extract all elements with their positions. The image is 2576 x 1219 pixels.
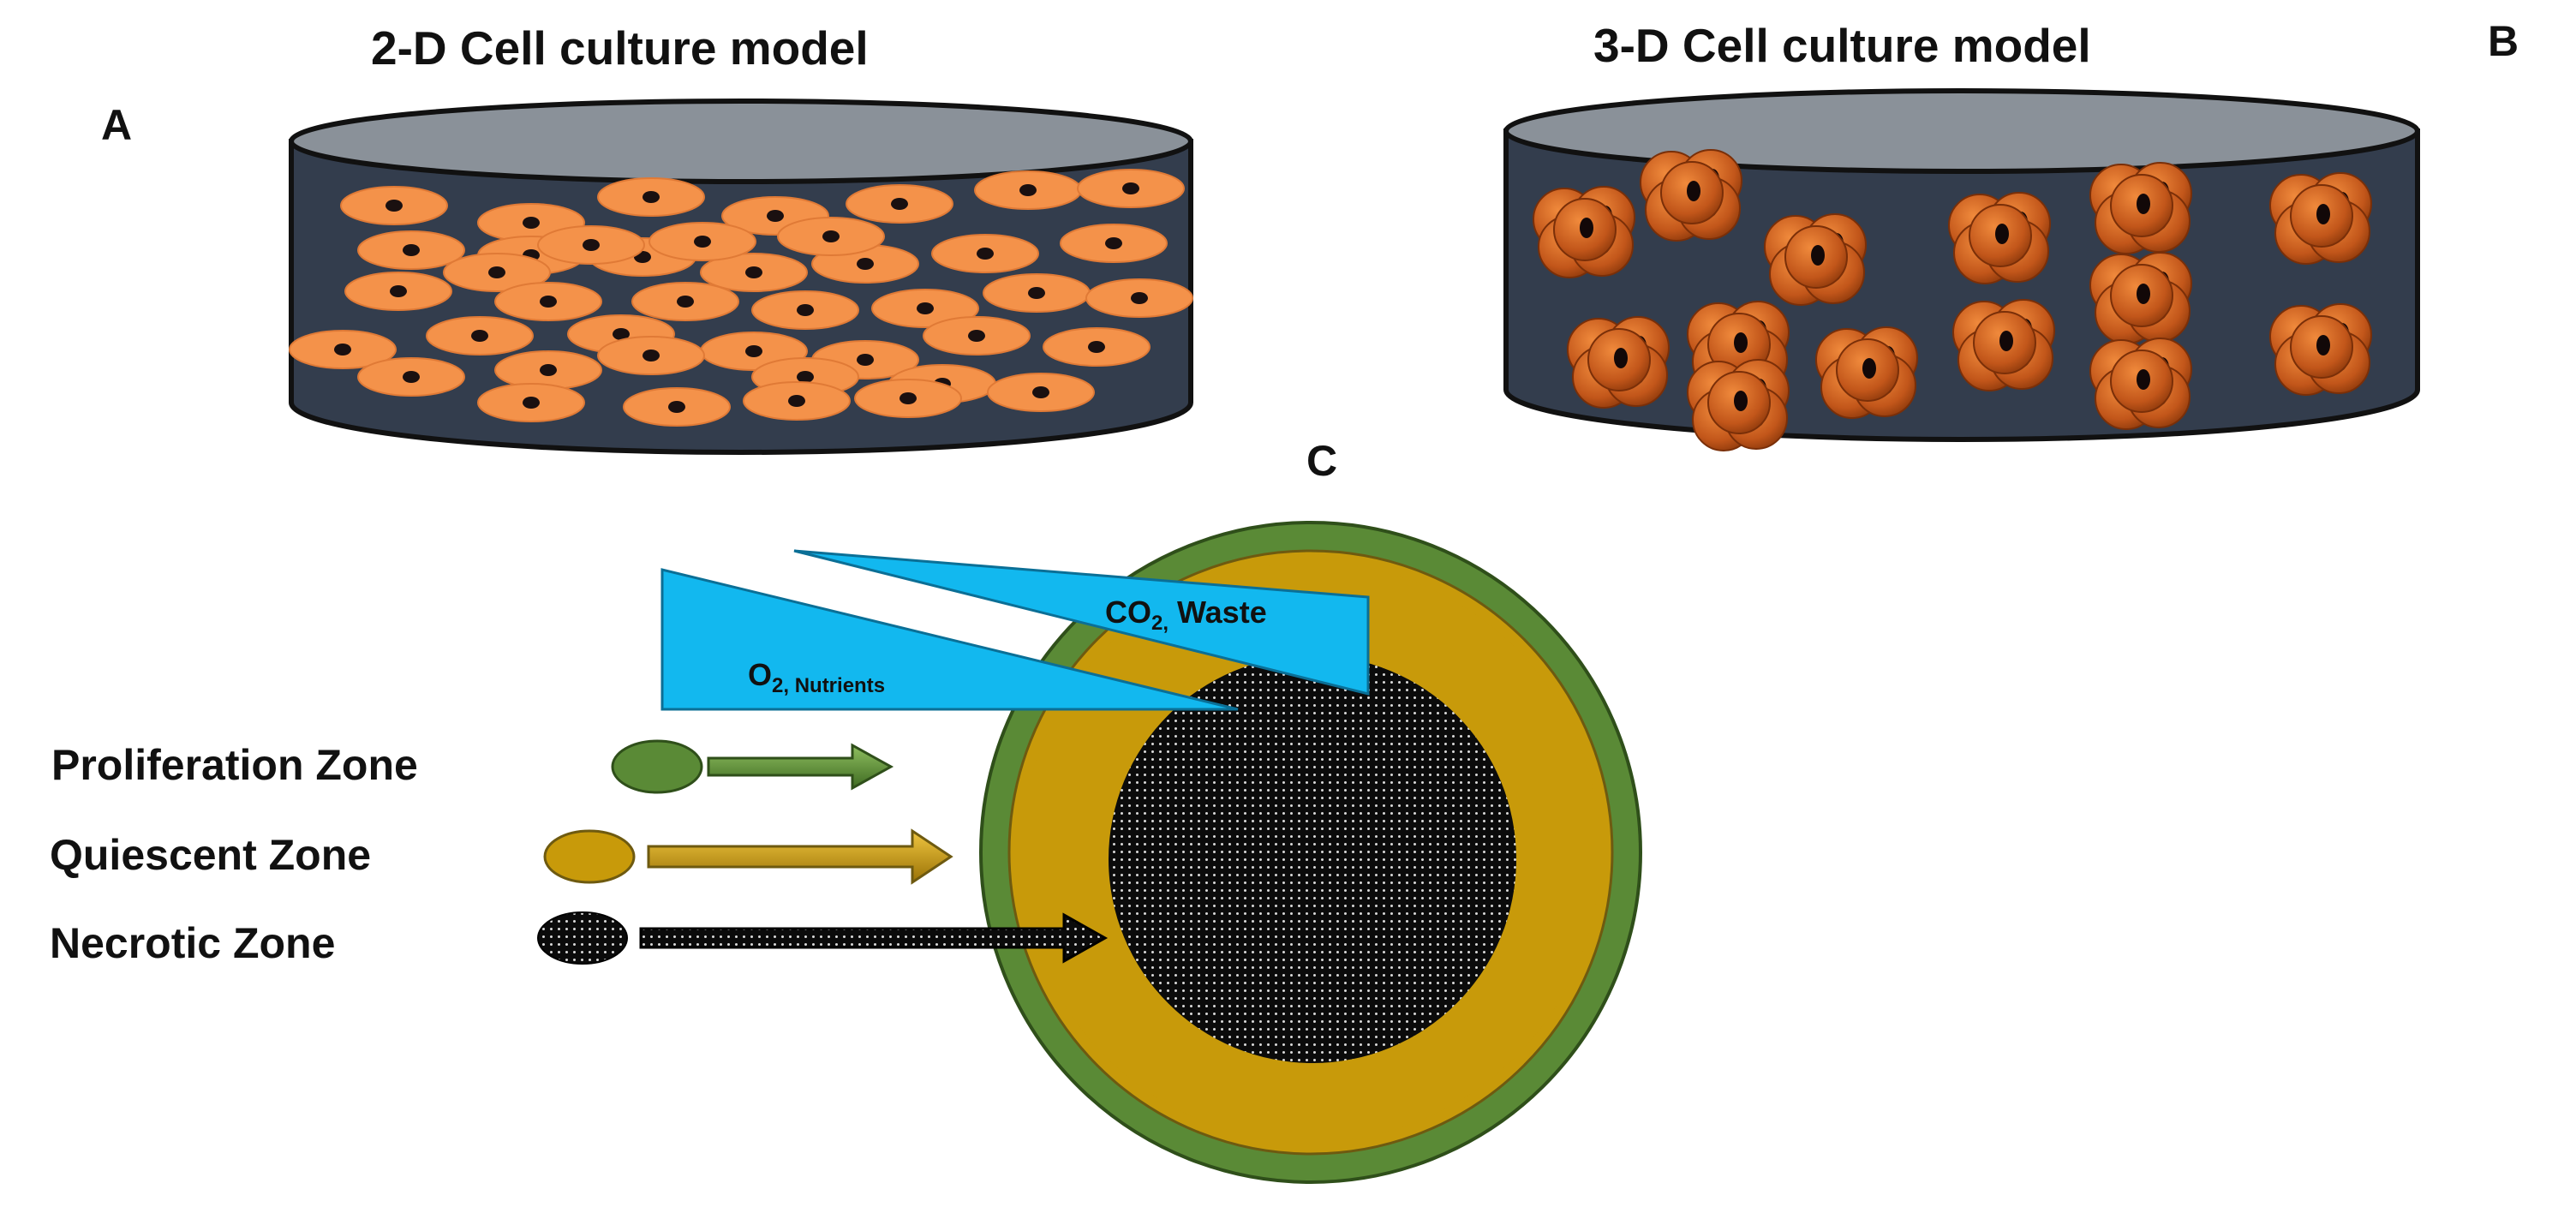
gradient-wedges: CO2, Waste O2, Nutrients xyxy=(660,549,1370,711)
cell-spheroid-cluster xyxy=(1687,359,1790,451)
cell-spheroid-cluster xyxy=(1815,326,1918,419)
o2-nutrients-wedge xyxy=(660,568,1239,711)
panel-a-title: 2-D Cell culture model xyxy=(371,21,869,75)
cell-spheroid-cluster xyxy=(2089,338,2192,430)
legend-proliferation: Proliferation Zone xyxy=(51,739,894,794)
panel-c: C CO2, Waste O2, Nutrients Proliferation… xyxy=(50,437,1642,1184)
co2-waste-wedge xyxy=(793,549,1370,696)
quiescent-zone-label: Quiescent Zone xyxy=(50,831,371,879)
flat-cell xyxy=(923,316,1031,356)
flat-cell xyxy=(289,330,397,369)
legend-necrotic: Necrotic Zone xyxy=(50,911,1109,967)
flat-cell xyxy=(623,387,731,427)
cells-2d-group xyxy=(289,169,1193,427)
flat-cell xyxy=(648,222,756,261)
petri-dish-2d xyxy=(289,99,1193,455)
panel-a-letter: A xyxy=(101,101,132,149)
cell-spheroid-cluster xyxy=(2269,172,2372,265)
flat-cell xyxy=(1077,169,1185,208)
flat-cell xyxy=(340,186,448,225)
cell-spheroid-cluster xyxy=(1567,316,1670,409)
clusters-3d-group xyxy=(1533,149,2372,451)
cell-spheroid-cluster xyxy=(1640,149,1742,242)
flat-cell xyxy=(426,316,534,356)
panel-b-letter: B xyxy=(2488,17,2519,65)
necrotic-zone-arrow xyxy=(639,912,1109,964)
flat-cell xyxy=(631,282,739,321)
flat-cell xyxy=(700,253,808,292)
flat-cell xyxy=(357,230,465,270)
flat-cell xyxy=(494,282,602,321)
panel-c-letter: C xyxy=(1306,437,1337,485)
necrotic-zone-swatch xyxy=(537,911,628,965)
necrotic-zone-label: Necrotic Zone xyxy=(50,919,335,967)
flat-cell xyxy=(777,217,885,256)
flat-cell xyxy=(743,381,851,421)
proliferation-zone-arrow xyxy=(707,743,894,791)
flat-cell xyxy=(974,170,1082,210)
flat-cell xyxy=(357,357,465,397)
petri-dish-3d xyxy=(1503,88,2420,451)
flat-cell xyxy=(931,234,1039,273)
flat-cell xyxy=(477,383,585,422)
proliferation-zone-label: Proliferation Zone xyxy=(51,741,418,789)
flat-cell xyxy=(751,290,859,330)
dish-rim xyxy=(289,99,1193,184)
flat-cell xyxy=(1043,327,1151,367)
flat-cell xyxy=(494,350,602,390)
cell-spheroid-cluster xyxy=(1687,301,1790,393)
panel-a: A 2-D Cell culture model xyxy=(101,21,1193,455)
co2-label-main: CO xyxy=(1105,595,1151,630)
co2-label-sub: 2, xyxy=(1151,612,1168,635)
flat-cell xyxy=(443,253,551,292)
cell-spheroid-cluster xyxy=(2089,252,2192,344)
cell-spheroid-cluster xyxy=(1764,213,1867,306)
necrotic-core xyxy=(1109,655,1516,1063)
panel-b-title: 3-D Cell culture model xyxy=(1593,19,2091,72)
flat-cell xyxy=(597,336,705,375)
co2-label-rest: Waste xyxy=(1168,595,1267,630)
flat-cell xyxy=(597,177,705,217)
quiescent-zone-swatch xyxy=(543,829,636,884)
flat-cell xyxy=(1085,278,1193,318)
zone-legend: Proliferation Zone Quiescent Zone Necrot… xyxy=(50,739,1109,967)
quiescent-zone-arrow xyxy=(647,828,953,885)
cell-spheroid-cluster xyxy=(1948,192,2051,284)
proliferation-zone-swatch xyxy=(611,739,703,794)
flat-cell xyxy=(344,272,452,311)
flat-cell xyxy=(871,289,979,328)
cell-spheroid-cluster xyxy=(2269,303,2372,396)
o2-nutrients-label: O2, Nutrients xyxy=(748,657,885,697)
flat-cell xyxy=(983,273,1091,313)
legend-quiescent: Quiescent Zone xyxy=(50,828,953,885)
o2-label-sub: 2, Nutrients xyxy=(772,674,885,697)
flat-cell xyxy=(987,373,1095,412)
dish-rim xyxy=(1503,88,2420,174)
flat-cell xyxy=(537,225,645,265)
co2-waste-label: CO2, Waste xyxy=(1105,595,1267,635)
flat-cell xyxy=(846,184,953,224)
o2-label-main: O xyxy=(748,657,772,692)
cell-spheroid-cluster xyxy=(1952,299,2055,391)
cell-spheroid-cluster xyxy=(1533,186,1635,278)
cell-spheroid-cluster xyxy=(2089,162,2192,254)
flat-cell xyxy=(854,379,962,418)
panel-b: B 3-D Cell culture model xyxy=(1503,17,2519,451)
flat-cell xyxy=(1060,224,1168,263)
